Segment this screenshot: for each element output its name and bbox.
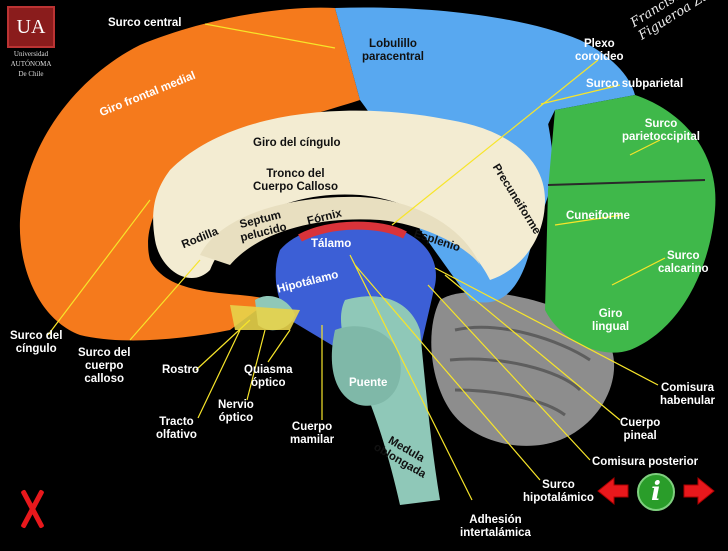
info-button[interactable]: i <box>637 473 675 511</box>
label-cuneiforme: Cuneiforme <box>566 210 630 222</box>
label-talamo: Tálamo <box>311 238 352 250</box>
logo-initials: UA <box>7 6 55 48</box>
corpus-callosum <box>200 196 480 265</box>
label-surco-cingulo: Surco del cíngulo <box>10 330 63 355</box>
label-comisura-posterior: Comisura posterior <box>592 456 699 468</box>
label-plexo: Plexo coroideo <box>575 38 624 63</box>
label-puente: Puente <box>349 377 388 389</box>
logo-line3: De Chile <box>18 70 44 78</box>
leader-lines <box>47 23 666 501</box>
label-giro-lingual: Giro lingual <box>592 308 630 333</box>
label-surco-cuerpo-calloso: Surco del cuerpo calloso <box>78 347 131 385</box>
next-arrow-icon[interactable] <box>682 476 716 506</box>
parietal-region <box>335 7 635 186</box>
label-giro-cingulo: Giro del cíngulo <box>253 137 341 149</box>
label-surco-hipotalamico: Surco hipotalámico <box>523 479 594 504</box>
label-nervio-optico: Nervio óptico <box>218 399 254 424</box>
logo-line1: Universidad <box>13 50 49 58</box>
close-button[interactable] <box>14 488 50 529</box>
logo-line2: AUTÓNOMA <box>10 60 52 68</box>
label-surco-central: Surco central <box>108 17 182 29</box>
label-cuerpo-mamilar: Cuerpo mamilar <box>290 421 335 446</box>
label-surco-calcarino: Surco calcarino <box>658 250 709 275</box>
label-tronco: Tronco del Cuerpo Calloso <box>253 168 338 193</box>
label-cuerpo-pineal: Cuerpo pineal <box>620 417 661 442</box>
label-tracto-olfativo: Tracto olfativo <box>156 416 197 441</box>
label-comisura-habenular: Comisura habenular <box>660 382 715 407</box>
label-rostro: Rostro <box>162 364 200 376</box>
prev-arrow-icon[interactable] <box>596 476 630 506</box>
label-surco-subparietal: Surco subparietal <box>586 78 684 90</box>
label-quiasma: Quiasma óptico <box>244 364 293 389</box>
label-surco-parietoccipital: Surco parietoccipital <box>622 118 700 143</box>
label-adhesion: Adhesión intertalámica <box>460 514 531 539</box>
label-lobulillo: Lobulillo paracentral <box>362 38 425 63</box>
cingulate-region <box>153 110 545 281</box>
occipital-region <box>545 95 716 353</box>
pons <box>331 326 401 406</box>
frontal-region <box>19 7 360 341</box>
university-logo: UA Universidad AUTÓNOMA De Chile <box>4 6 58 84</box>
